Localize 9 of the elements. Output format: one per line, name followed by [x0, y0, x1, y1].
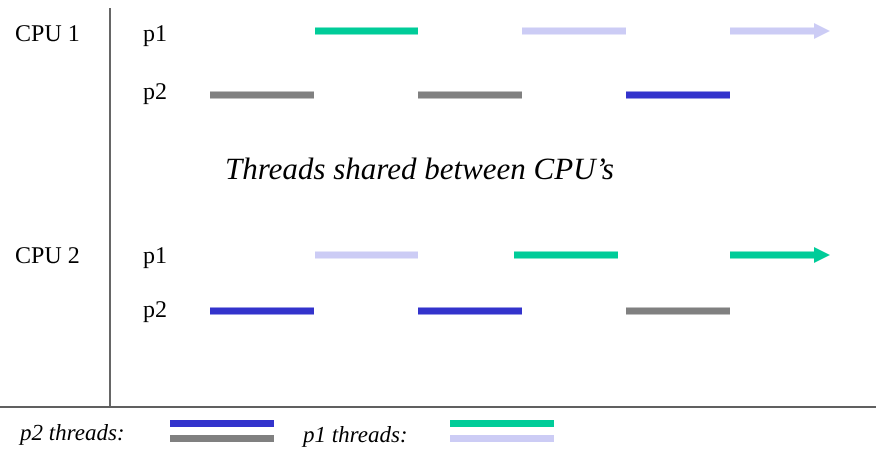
legend-label: p2 threads:: [20, 421, 125, 444]
legend-label: p1 threads:: [303, 423, 408, 446]
diagram-caption: Threads shared between CPU’s: [225, 153, 614, 184]
row-label: p1: [143, 22, 167, 46]
row-label: p2: [143, 80, 167, 104]
row-label: CPU 1: [15, 22, 80, 46]
row-label: CPU 2: [15, 244, 80, 268]
row-label: p2: [143, 298, 167, 322]
row-label: p1: [143, 244, 167, 268]
